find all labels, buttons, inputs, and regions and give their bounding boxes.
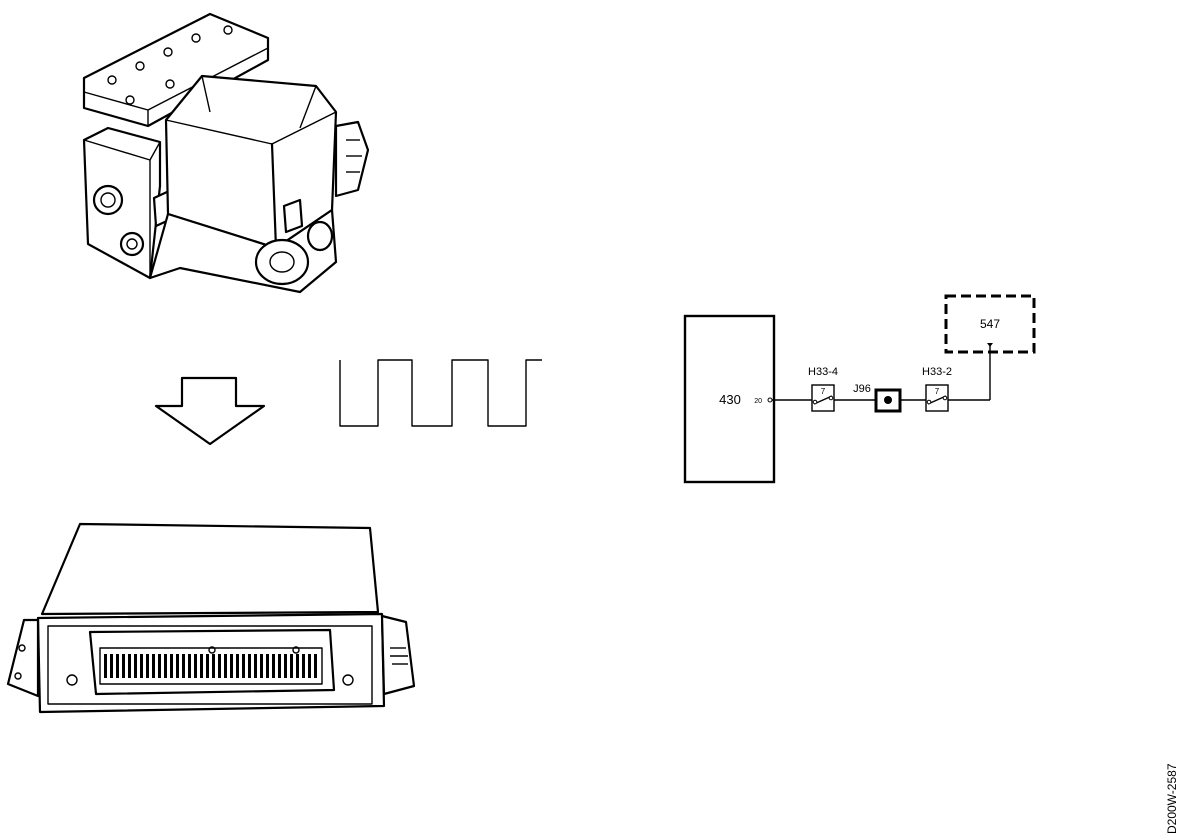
sensor-box <box>944 294 1036 354</box>
ecu-pin <box>140 654 143 678</box>
splice-j96-label: J96 <box>853 383 871 395</box>
connector-h33-4-label: H33-4 <box>808 366 838 378</box>
ecu-pin <box>200 654 203 678</box>
ecu-pin <box>212 654 215 678</box>
control-unit-label: 430 <box>719 392 741 407</box>
ecu-pin <box>134 654 137 678</box>
connector-h33-2-label: H33-2 <box>922 366 952 378</box>
figure-id: D200W-2587 <box>1165 763 1179 834</box>
ecu-pin <box>146 654 149 678</box>
connector-h33-4 <box>811 384 835 412</box>
connector-h33-4-pin: 7 <box>821 387 826 396</box>
ecu-pin <box>158 654 161 678</box>
square-wave-signal-icon <box>339 359 542 427</box>
ecu-pin <box>122 654 125 678</box>
arrow-down-icon <box>154 376 266 446</box>
ecu-pin <box>248 654 251 678</box>
ecu-pin <box>182 654 185 678</box>
ecu-pin <box>296 654 299 678</box>
ecu-pin <box>194 654 197 678</box>
ecu-pin <box>308 654 311 678</box>
ecu-pin <box>284 654 287 678</box>
ecu-pin <box>176 654 179 678</box>
ecu-pin <box>260 654 263 678</box>
ecu-pin <box>206 654 209 678</box>
ecu-pin <box>242 654 245 678</box>
connector-h33-2 <box>925 384 949 412</box>
ecu-pin <box>224 654 227 678</box>
ecu-pin <box>110 654 113 678</box>
control-unit-pin: 20 <box>754 398 762 405</box>
sensor-label: 547 <box>980 317 1000 331</box>
ecu-pin <box>272 654 275 678</box>
control-unit-box <box>683 314 776 484</box>
ecu-pin <box>164 654 167 678</box>
ecu-pin <box>302 654 305 678</box>
ecu-pin <box>266 654 269 678</box>
ecu-pin <box>128 654 131 678</box>
abs-modulator-icon <box>82 12 370 294</box>
ecu-pin <box>104 654 107 678</box>
ecu-pin <box>116 654 119 678</box>
ecu-pin <box>236 654 239 678</box>
ecu-pin <box>230 654 233 678</box>
ecu-pin <box>314 654 317 678</box>
ecu-pin <box>290 654 293 678</box>
ecu-pin <box>278 654 281 678</box>
ecu-pin <box>188 654 191 678</box>
ecu-pin <box>218 654 221 678</box>
ecu-icon <box>6 522 416 714</box>
ecu-connector-pins <box>104 654 317 678</box>
ecu-pin <box>152 654 155 678</box>
connector-h33-2-pin: 7 <box>935 387 940 396</box>
ecu-pin <box>254 654 257 678</box>
ecu-pin <box>170 654 173 678</box>
